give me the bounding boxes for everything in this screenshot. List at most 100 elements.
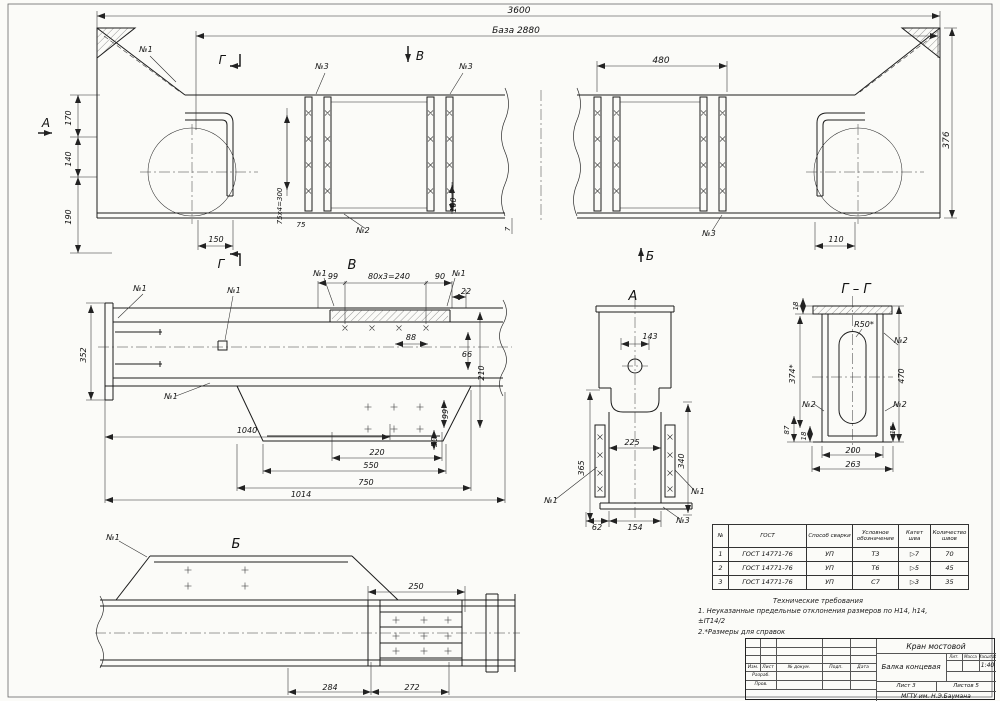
slot: [838, 331, 867, 424]
part-ref-label: №3: [675, 516, 689, 525]
dimension-label: 1014: [291, 490, 311, 499]
title-block-line: [746, 689, 876, 690]
section-marks: [38, 46, 644, 266]
dimension-label: 50: [430, 437, 439, 447]
title-block-line: [876, 639, 877, 701]
dimension-label: 200: [845, 446, 860, 455]
part-ref-label: №2: [355, 226, 369, 235]
view-label: В: [416, 49, 424, 63]
dimension-label: 99: [328, 272, 338, 281]
column-list-label: Лист: [762, 664, 774, 670]
title-block-line: [746, 663, 876, 664]
view-a: [555, 298, 695, 527]
section-mark-g-top: [230, 54, 241, 69]
dimension-label: 352: [79, 347, 88, 362]
dimension-label: 75: [297, 221, 306, 229]
part-ref-label: №1: [132, 284, 146, 293]
weld-table-header: Катет шва: [898, 524, 931, 548]
section-g-g: [787, 296, 904, 472]
dimension-lines: [586, 341, 691, 524]
bolt-marks: [364, 403, 424, 433]
part-ref-label: №1: [226, 286, 240, 295]
end-gusset-left: [96, 27, 137, 60]
dimension-label: 150: [208, 235, 223, 244]
title-block-line: [979, 653, 980, 671]
sheet-frame: [7, 3, 993, 698]
dimension-label: 18: [792, 301, 800, 310]
view-label: А: [41, 116, 50, 130]
weld-table-cell: Т3: [852, 547, 899, 562]
dimension-label: 284: [322, 683, 337, 692]
dimension-label: 22: [461, 287, 471, 296]
scale-value: 1:40: [980, 662, 995, 669]
weld-table-header: ГОСТ: [728, 524, 807, 548]
weld-table-cell: 1: [712, 547, 729, 562]
part-ref-label: №3: [458, 62, 472, 71]
title-block-line: [746, 655, 876, 656]
weld-table-cell: ГОСТ 14771-76: [728, 575, 807, 590]
title-block-line: [850, 639, 851, 689]
view-label: Г: [218, 257, 226, 271]
dimension-label: 80х3=240: [368, 272, 410, 281]
column-date-label: Дата: [857, 664, 869, 670]
dimension-lines: [288, 589, 465, 695]
weld-table-cell: ГОСТ 14771-76: [728, 561, 807, 576]
title-block-line: [746, 671, 876, 672]
weld-table-header: №: [712, 524, 729, 548]
weld-table-cell: УП: [806, 575, 853, 590]
part-ref-label: №1: [451, 269, 465, 278]
part-ref-label: №1: [105, 533, 119, 542]
dimension-label: 750: [358, 478, 373, 487]
title-block-line: [946, 653, 947, 681]
dimension-label: 62: [592, 523, 602, 532]
weld-table-cell: 35: [930, 575, 969, 590]
dimension-label: 140: [64, 151, 73, 166]
side-plate-left: [594, 424, 606, 498]
part-ref-label: №1: [163, 392, 177, 401]
title-block-line: [876, 653, 996, 654]
title-block-line: [822, 639, 823, 689]
view-label: В: [348, 258, 357, 273]
weld-table-header: Количество швов: [930, 524, 969, 548]
dimension-label: 263: [845, 460, 860, 469]
dimension-label: 143: [642, 332, 657, 341]
dimension-label: 87: [783, 425, 791, 434]
title-block-line: [776, 639, 777, 689]
part-ref-label: №3: [314, 62, 328, 71]
view-label: А: [628, 289, 638, 304]
weld-table-cell: 2: [712, 561, 729, 576]
part-ref-label: №2: [801, 400, 815, 409]
dimension-label: 7: [504, 226, 512, 231]
weld-table: № ГОСТ Способ сварки Условное обозначени…: [712, 524, 969, 590]
title-block: Изм. Лист № докум. Подп. Дата Разраб. Пр…: [745, 638, 996, 701]
view-v: [86, 277, 512, 503]
dimension-label: 340: [677, 453, 686, 468]
tech-req-title: Технические требования: [773, 597, 863, 605]
dimension-label: База 2880: [492, 26, 540, 36]
stiffeners: [304, 96, 727, 212]
part-ref-label: №1: [138, 45, 152, 54]
checker-row-label: Пров.: [754, 682, 768, 687]
bolted-plate-hatch: [332, 310, 448, 321]
title-block-line: [746, 680, 876, 681]
column-sign-label: Подп.: [829, 664, 843, 670]
weld-table-header-row: № ГОСТ Способ сварки Условное обозначени…: [712, 524, 969, 548]
leader-lines: [813, 332, 899, 412]
dimension-label: 100: [449, 197, 458, 212]
bolt-marks: [184, 566, 249, 590]
technical-requirements: Технические требования 1. Неуказанные пр…: [698, 596, 938, 637]
dimension-label: 374*: [788, 364, 797, 383]
weld-table-cell: ▷7: [898, 547, 931, 562]
developer-row-label: Разраб.: [752, 673, 770, 678]
organization-name: МГТУ им. Н.Э.Баумана: [901, 692, 971, 700]
dimension-label: 210: [477, 365, 486, 380]
dimension-label: 250: [408, 582, 423, 591]
document-title: Кран мостовой: [906, 641, 966, 651]
dimension-label: 550: [363, 461, 378, 470]
column-doc-label: № докум.: [787, 664, 811, 670]
dimension-lines: [75, 13, 955, 253]
leader-lines: [149, 55, 723, 232]
dimension-label: 376: [942, 131, 952, 148]
part-title: Балка концевая: [881, 663, 941, 671]
